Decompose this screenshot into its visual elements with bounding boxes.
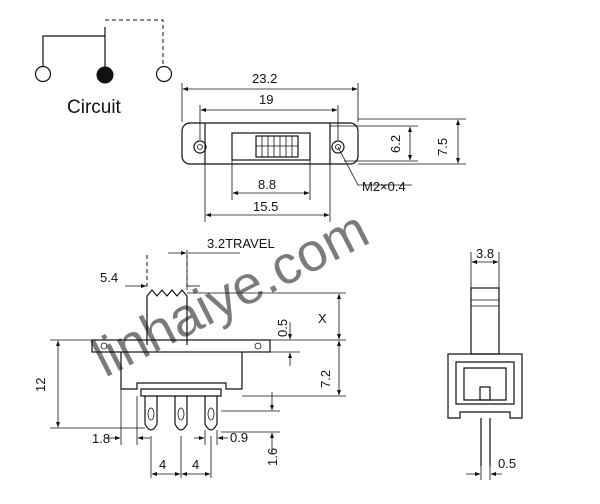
dim-body-height-upper: 7.2 [318,370,333,388]
dim-edge-offset: 1.8 [92,431,110,446]
slide-knob [255,135,299,158]
dim-terminal-pitch-2: 4 [192,457,199,472]
dim-terminal-width: 0.9 [230,430,248,445]
dim-hole-spacing: 19 [259,92,273,107]
dim-actuator-width: 5.4 [100,270,118,285]
dim-end-actuator-width: 3.8 [476,246,494,261]
mount-hole-right [331,140,345,154]
dim-actuator-offset: 0.5 [275,319,290,337]
dim-body-length: 15.5 [253,199,278,214]
terminal-left [144,396,158,431]
dim-height-outer: 7.5 [435,138,450,156]
circuit-symbol: Circuit [34,19,173,118]
circuit-label: Circuit [67,97,122,118]
dim-terminal-thickness: 0.5 [498,456,516,471]
dim-height-inner: 6.2 [388,135,403,153]
top-view: 23.2 19 7.5 6.2 M2×0.4 8.8 15.5 [181,71,466,222]
circuit-contact-right [155,65,173,83]
mount-hole-left [193,140,207,154]
watermark-text: linhaiye.com [83,199,378,389]
dim-overall-length: 23.2 [252,71,277,86]
side-view: 3.2TRAVEL 5.4 X 7.2 0.5 12 1.8 0.9 [33,236,346,478]
end-actuator [470,287,500,355]
circuit-contact-left [34,65,52,83]
end-terminal [480,418,491,466]
dim-mount-hole: M2×0.4 [362,179,406,194]
terminal-center [174,396,188,431]
end-view: 3.8 0.5 [447,246,523,480]
dim-travel: 3.2TRAVEL [207,236,275,251]
dim-total-height: 12 [33,378,48,392]
dim-terminal-pitch-1: 4 [159,457,166,472]
dim-terminal-length: 1.6 [265,448,280,466]
dim-actuator-height: X [318,311,327,326]
terminal-right [204,396,218,431]
dim-slot-length: 8.8 [258,177,276,192]
circuit-contact-common [96,66,114,84]
